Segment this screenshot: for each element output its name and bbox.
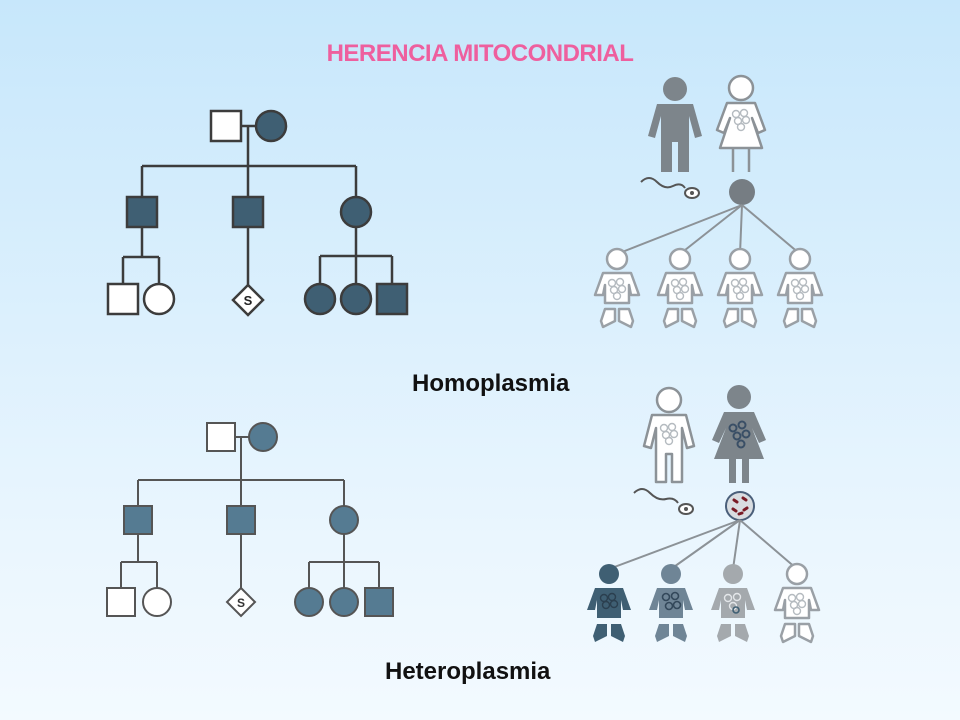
- granddaughter-unaffected-2: [142, 587, 172, 617]
- siblings-diamond-2: [225, 586, 257, 618]
- granddaughter-unaffected: [142, 282, 176, 316]
- grandson-unaffected: [106, 282, 140, 316]
- baby-figure-icon: [656, 247, 704, 329]
- siblings-symbol-2: S: [237, 596, 245, 610]
- heteroplasmia-figures: [587, 385, 821, 644]
- father-figure-icon: [642, 386, 696, 484]
- pedigree-heteroplasmia: [106, 422, 394, 618]
- baby-figure-icon: [593, 247, 641, 329]
- son-1-affected: [125, 195, 159, 229]
- grandchild-3-affected-2: [364, 587, 394, 617]
- father-figure-icon: [648, 77, 702, 172]
- egg-cell-icon: [725, 491, 755, 521]
- daughter-affected: [339, 195, 373, 229]
- grandchild-1-affected: [303, 282, 337, 316]
- mitochondria-icon: [728, 420, 751, 449]
- grandson-unaffected-2: [106, 587, 136, 617]
- homoplasmia-label: Homoplasmia: [412, 370, 570, 397]
- grandmother-circle-2: [248, 422, 278, 452]
- sperm-icon: [640, 177, 700, 199]
- grandfather-square-2: [206, 422, 236, 452]
- mother-figure-icon: [715, 74, 767, 172]
- egg-cell-icon: [729, 179, 755, 205]
- baby-figure-icon: [776, 247, 824, 329]
- grandchild-1-affected-2: [294, 587, 324, 617]
- grandmother-circle: [254, 109, 288, 143]
- son-2-affected: [231, 195, 265, 229]
- grandchild-2-affected-2: [329, 587, 359, 617]
- baby-figure-icon: [649, 564, 693, 642]
- baby-figure-icon: [773, 562, 821, 644]
- grandchild-3-affected: [375, 282, 409, 316]
- son-1-affected-2: [123, 505, 153, 535]
- page-title: HERENCIA MITOCONDRIAL: [326, 40, 634, 67]
- grandfather-square: [209, 109, 243, 143]
- pedigree-homoplasmia: [106, 109, 409, 317]
- siblings-symbol: S: [244, 293, 253, 308]
- homoplasmia-figures: [593, 74, 824, 329]
- baby-figure-icon: [711, 564, 755, 642]
- daughter-affected-2: [329, 505, 359, 535]
- mother-figure-icon: [712, 385, 766, 483]
- son-2-affected-2: [226, 505, 256, 535]
- siblings-diamond: [231, 283, 265, 317]
- sperm-icon: [633, 488, 694, 515]
- baby-figure-icon: [587, 564, 631, 642]
- grandchild-2-affected: [339, 282, 373, 316]
- heteroplasmia-label: Heteroplasmia: [385, 658, 551, 685]
- baby-figure-icon: [716, 247, 764, 329]
